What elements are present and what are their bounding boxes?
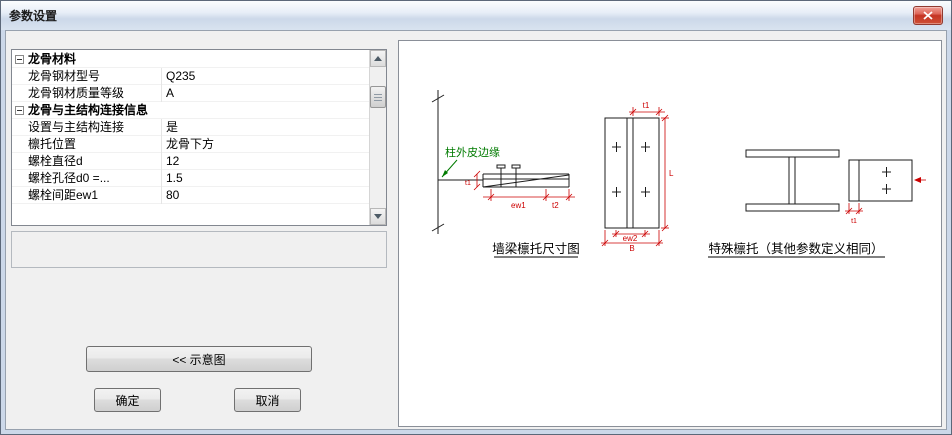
property-label: 设置与主结构连接 bbox=[28, 119, 125, 134]
property-row-bolt-hole[interactable]: 螺栓孔径d0 =... 1.5 bbox=[12, 169, 369, 187]
property-label: 螺栓间距ew1 bbox=[28, 187, 99, 202]
schematic-diagram-panel: ew1 t2 t1 柱外皮边缘 墙梁檩托尺寸图 bbox=[398, 40, 942, 427]
plate-bolt-marks bbox=[612, 142, 650, 197]
property-value[interactable]: 龙骨下方 bbox=[161, 135, 369, 153]
dim-t1-top-label: t1 bbox=[643, 101, 650, 110]
arrow-down-icon bbox=[374, 214, 382, 219]
special-bracket-plate bbox=[848, 159, 913, 202]
property-row-bolt-diameter[interactable]: 螺栓直径d 12 bbox=[12, 152, 369, 170]
schematic-toggle-button[interactable]: << 示意图 bbox=[86, 346, 312, 372]
column-edge-line bbox=[431, 90, 483, 234]
section-row-connection-info[interactable]: 龙骨与主结构连接信息 bbox=[12, 102, 369, 119]
dim-ew1-label: ew1 bbox=[511, 201, 526, 210]
dim-t1-bottom-label: t1 bbox=[851, 218, 857, 225]
cancel-button[interactable]: 取消 bbox=[234, 388, 301, 412]
property-row-steel-model[interactable]: 龙骨钢材型号 Q235 bbox=[12, 67, 369, 85]
vertical-scrollbar[interactable] bbox=[369, 50, 386, 225]
scrollbar-thumb[interactable] bbox=[370, 86, 386, 108]
property-row-bracket-position[interactable]: 檩托位置 龙骨下方 bbox=[12, 135, 369, 153]
section-row-keel-material[interactable]: 龙骨材料 bbox=[12, 51, 369, 68]
property-value[interactable]: 1.5 bbox=[161, 169, 369, 187]
column-edge-leader bbox=[441, 159, 458, 178]
collapse-icon[interactable] bbox=[15, 105, 24, 115]
column-edge-annotation: 柱外皮边缘 bbox=[445, 145, 500, 159]
property-row-set-connection[interactable]: 设置与主结构连接 是 bbox=[12, 118, 369, 136]
scrollbar-grip-icon bbox=[374, 93, 382, 101]
dialog-title: 参数设置 bbox=[9, 9, 58, 23]
dim-t2-label: t2 bbox=[552, 201, 559, 210]
dim-L-label: L bbox=[669, 169, 674, 178]
property-grid[interactable]: 龙骨材料 龙骨钢材型号 Q235 龙骨钢材质量等级 A 龙骨与主结构连接信息 设… bbox=[11, 49, 387, 226]
dim-B-label: B bbox=[629, 244, 634, 253]
close-button[interactable] bbox=[913, 6, 943, 25]
close-icon bbox=[923, 11, 933, 20]
plate-dimension-lines bbox=[601, 107, 669, 247]
property-grid-rows: 龙骨材料 龙骨钢材型号 Q235 龙骨钢材质量等级 A 龙骨与主结构连接信息 设… bbox=[12, 51, 369, 204]
arrow-up-icon bbox=[374, 56, 382, 61]
plate-outline bbox=[604, 117, 660, 229]
property-row-bolt-spacing[interactable]: 螺栓间距ew1 80 bbox=[12, 186, 369, 204]
section-label: 龙骨与主结构连接信息 bbox=[28, 102, 149, 117]
ibeam-outline bbox=[745, 149, 840, 212]
property-value[interactable]: A bbox=[161, 84, 369, 102]
property-row-steel-grade[interactable]: 龙骨钢材质量等级 A bbox=[12, 84, 369, 102]
property-value[interactable]: Q235 bbox=[161, 67, 369, 85]
property-value[interactable]: 是 bbox=[161, 118, 369, 136]
property-label: 龙骨钢材质量等级 bbox=[28, 85, 125, 100]
bracket-outline bbox=[482, 164, 570, 188]
dim-ew2-label: ew2 bbox=[623, 234, 638, 243]
title-bar[interactable]: 参数设置 bbox=[1, 1, 951, 30]
property-value[interactable]: 80 bbox=[161, 186, 369, 204]
property-value[interactable]: 12 bbox=[161, 152, 369, 170]
bracket-dimension-lines bbox=[473, 170, 575, 201]
dialog-content: 龙骨材料 龙骨钢材型号 Q235 龙骨钢材质量等级 A 龙骨与主结构连接信息 设… bbox=[5, 30, 947, 430]
schematic-drawing: ew1 t2 t1 柱外皮边缘 墙梁檩托尺寸图 bbox=[431, 90, 926, 258]
property-label: 龙骨钢材型号 bbox=[28, 68, 101, 83]
dim-t1-left-label: t1 bbox=[465, 180, 471, 187]
property-label: 檩托位置 bbox=[28, 136, 77, 151]
property-description-box bbox=[11, 231, 387, 268]
collapse-icon[interactable] bbox=[15, 54, 24, 64]
special-bracket-dimensions bbox=[845, 177, 926, 215]
scroll-up-button[interactable] bbox=[370, 50, 386, 67]
ok-button[interactable]: 确定 bbox=[94, 388, 161, 412]
right-drawing-caption: 特殊檩托（其他参数定义相同） bbox=[708, 241, 883, 256]
scroll-down-button[interactable] bbox=[370, 208, 386, 225]
property-label: 螺栓孔径d0 =... bbox=[28, 170, 110, 185]
property-label: 螺栓直径d bbox=[28, 153, 83, 168]
left-drawing-caption: 墙梁檩托尺寸图 bbox=[492, 241, 580, 256]
section-label: 龙骨材料 bbox=[28, 51, 77, 66]
